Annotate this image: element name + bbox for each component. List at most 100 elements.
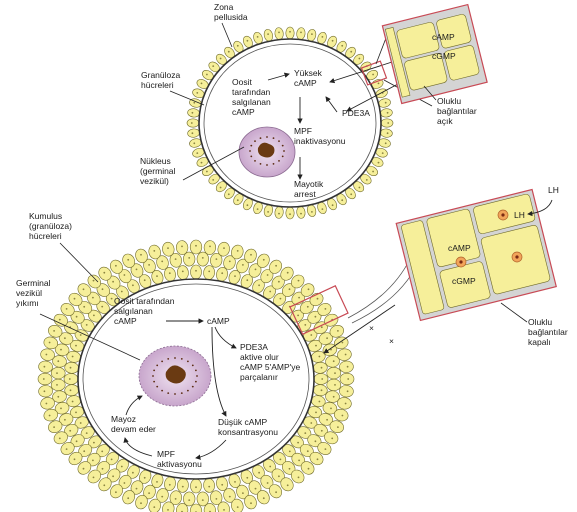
top-chromatin-dot [260,137,262,139]
bottom-cumulus-cell-nucleus [246,279,248,281]
top-granulosa-cell-nucleus [196,92,198,94]
bottom-chromatin-dot [156,386,158,388]
top-inset-cgmp: cGMP [432,51,456,61]
bottom-gap-leader [501,303,527,322]
top-chromatin-dot [273,163,275,165]
bottom-cumulus-cell-nucleus [57,396,59,398]
bottom-cumulus-cell-nucleus [132,284,134,286]
bottom-cumulus-cell-nucleus [57,360,59,362]
bottom-cumulus-cell-nucleus [103,272,105,274]
bottom-cumulus-cell [38,360,53,373]
top-granulosa-cell-nucleus [332,204,334,206]
bottom-cumulus-cell-nucleus [188,257,190,259]
top-granulosa-cell-nucleus [311,211,313,213]
top-chromatin-dot [278,160,280,162]
top-granulosa-cell-nucleus [350,51,352,53]
bottom-cumulus-cell-nucleus [93,280,95,282]
bottom-cumulus-cell-nucleus [92,297,94,299]
top-granulosa-cell-nucleus [247,204,249,206]
bottom-cumulus-cell-nucleus [75,345,77,347]
bottom-cumulus-cell-nucleus [347,378,349,380]
top-granulosa-cell-nucleus [212,179,214,181]
bottom-cumulus-cell-nucleus [83,306,85,308]
bottom-cumulus-cell-nucleus [258,472,260,474]
bottom-cumulus-cell-nucleus [80,422,82,424]
bottom-cumulus-cell-nucleus [153,506,155,508]
bottom-cumulus-cell-nucleus [333,360,335,362]
bottom-cumulus-cell-nucleus [49,415,51,417]
bottom-cumulus-cell-nucleus [64,419,66,421]
bottom-cumulus-cell-nucleus [310,422,312,424]
bottom-cumulus-cell-nucleus [342,415,344,417]
bottom-cumulus-cell-nucleus [317,298,319,300]
bottom-channel-mark-a: × [369,323,374,333]
bottom-cumulus-cell [327,379,342,391]
bottom-cumulus-cell-nucleus [234,275,236,277]
bottom-cumulus-cell-nucleus [101,451,103,453]
bottom-cumulus-cell-nucleus [216,258,218,260]
bottom-inset-camp: cAMP [448,243,471,253]
bottom-cumulus-cell [51,367,66,379]
bottom-cumulus-cell-nucleus [321,326,323,328]
top-granulosa-cell-nucleus [267,211,269,213]
bottom-chromatin-dot [187,361,189,363]
bottom-chromatin-dot [174,393,176,395]
bottom-cumulus-cell-nucleus [298,297,300,299]
bottom-cumulus-cell-nucleus [167,509,169,511]
top-granulosa-cell-nucleus [372,74,374,76]
bottom-cumulus-cell-nucleus [175,498,177,500]
top-granulosa-cell [380,108,393,118]
bottom-chromatin-dot [153,381,155,383]
bottom-cumulus-cell-nucleus [140,502,142,504]
bottom-cumulus-cell-nucleus [188,499,190,501]
bottom-camp-label: cAMP [207,316,230,326]
bottom-cumulus-cell-nucleus [46,354,48,356]
top-granulosa-cell [274,27,284,40]
bottom-cumulus-cell-nucleus [202,257,204,259]
top-chromatin-dot [250,156,252,158]
bottom-inset-nucleus-c-core [459,260,462,263]
bottom-cumulus-cell-nucleus [156,275,158,277]
bottom-cumulus-cell-nucleus [255,488,257,490]
bottom-cumulus-cell-nucleus [72,356,74,358]
bottom-cumulus-cell-nucleus [175,258,177,260]
bottom-cumulus-cell-nucleus [76,316,78,318]
top-granulosa-cell-nucleus [257,208,259,210]
bottom-cumulus-cell-nucleus [60,349,62,351]
bottom-cumulus-cell-nucleus [83,288,85,290]
top-granulosa-cell [187,119,199,127]
top-granulosa-cell-nucleus [228,51,230,53]
top-gap-label: Oluklubağlantılaraçık [437,96,477,126]
bottom-cumulus-cell-nucleus [330,408,332,410]
top-chromatin-dot [254,160,256,162]
bottom-cumulus-cell-nucleus [115,491,117,493]
bottom-cumulus-cell [177,265,189,280]
bottom-cumulus-cell-nucleus [66,448,68,450]
bottom-cumulus-cell-nucleus [136,488,138,490]
bottom-cumulus-cell-nucleus [308,468,310,470]
top-granulosa-cell-nucleus [193,142,195,144]
bottom-cumulus-cell-nucleus [102,288,104,290]
bottom-cumulus-cell-nucleus [334,384,336,386]
bottom-cumulus-cell-nucleus [337,426,339,428]
bottom-cumulus-cell-nucleus [237,506,239,508]
bottom-cumulus-cell-nucleus [308,288,310,290]
bottom-cumulus-cell-nucleus [250,502,252,504]
bottom-cumulus-cell-nucleus [255,269,257,271]
top-zona-label: Zonapellusida [214,2,248,22]
bottom-cumulus-cell-nucleus [69,430,71,432]
bottom-cumulus-cell-nucleus [242,492,244,494]
top-granulosa-cell-nucleus [378,83,380,85]
top-granulosa-cell-nucleus [228,193,230,195]
bottom-cumulus-cell-nucleus [289,288,291,290]
bottom-cumulus-cell-nucleus [59,438,61,440]
top-oocyte-membrane [204,44,376,202]
bottom-cumulus-cell-nucleus [144,477,146,479]
top-granulosa-cell-nucleus [196,152,198,154]
bottom-cumulus-cell-nucleus [298,280,300,282]
bottom-cumulus-cell-nucleus [121,291,123,293]
bottom-cumulus-cell-nucleus [208,486,210,488]
bottom-chromatin-dot [192,386,194,388]
bottom-cumulus-cell-nucleus [102,468,104,470]
